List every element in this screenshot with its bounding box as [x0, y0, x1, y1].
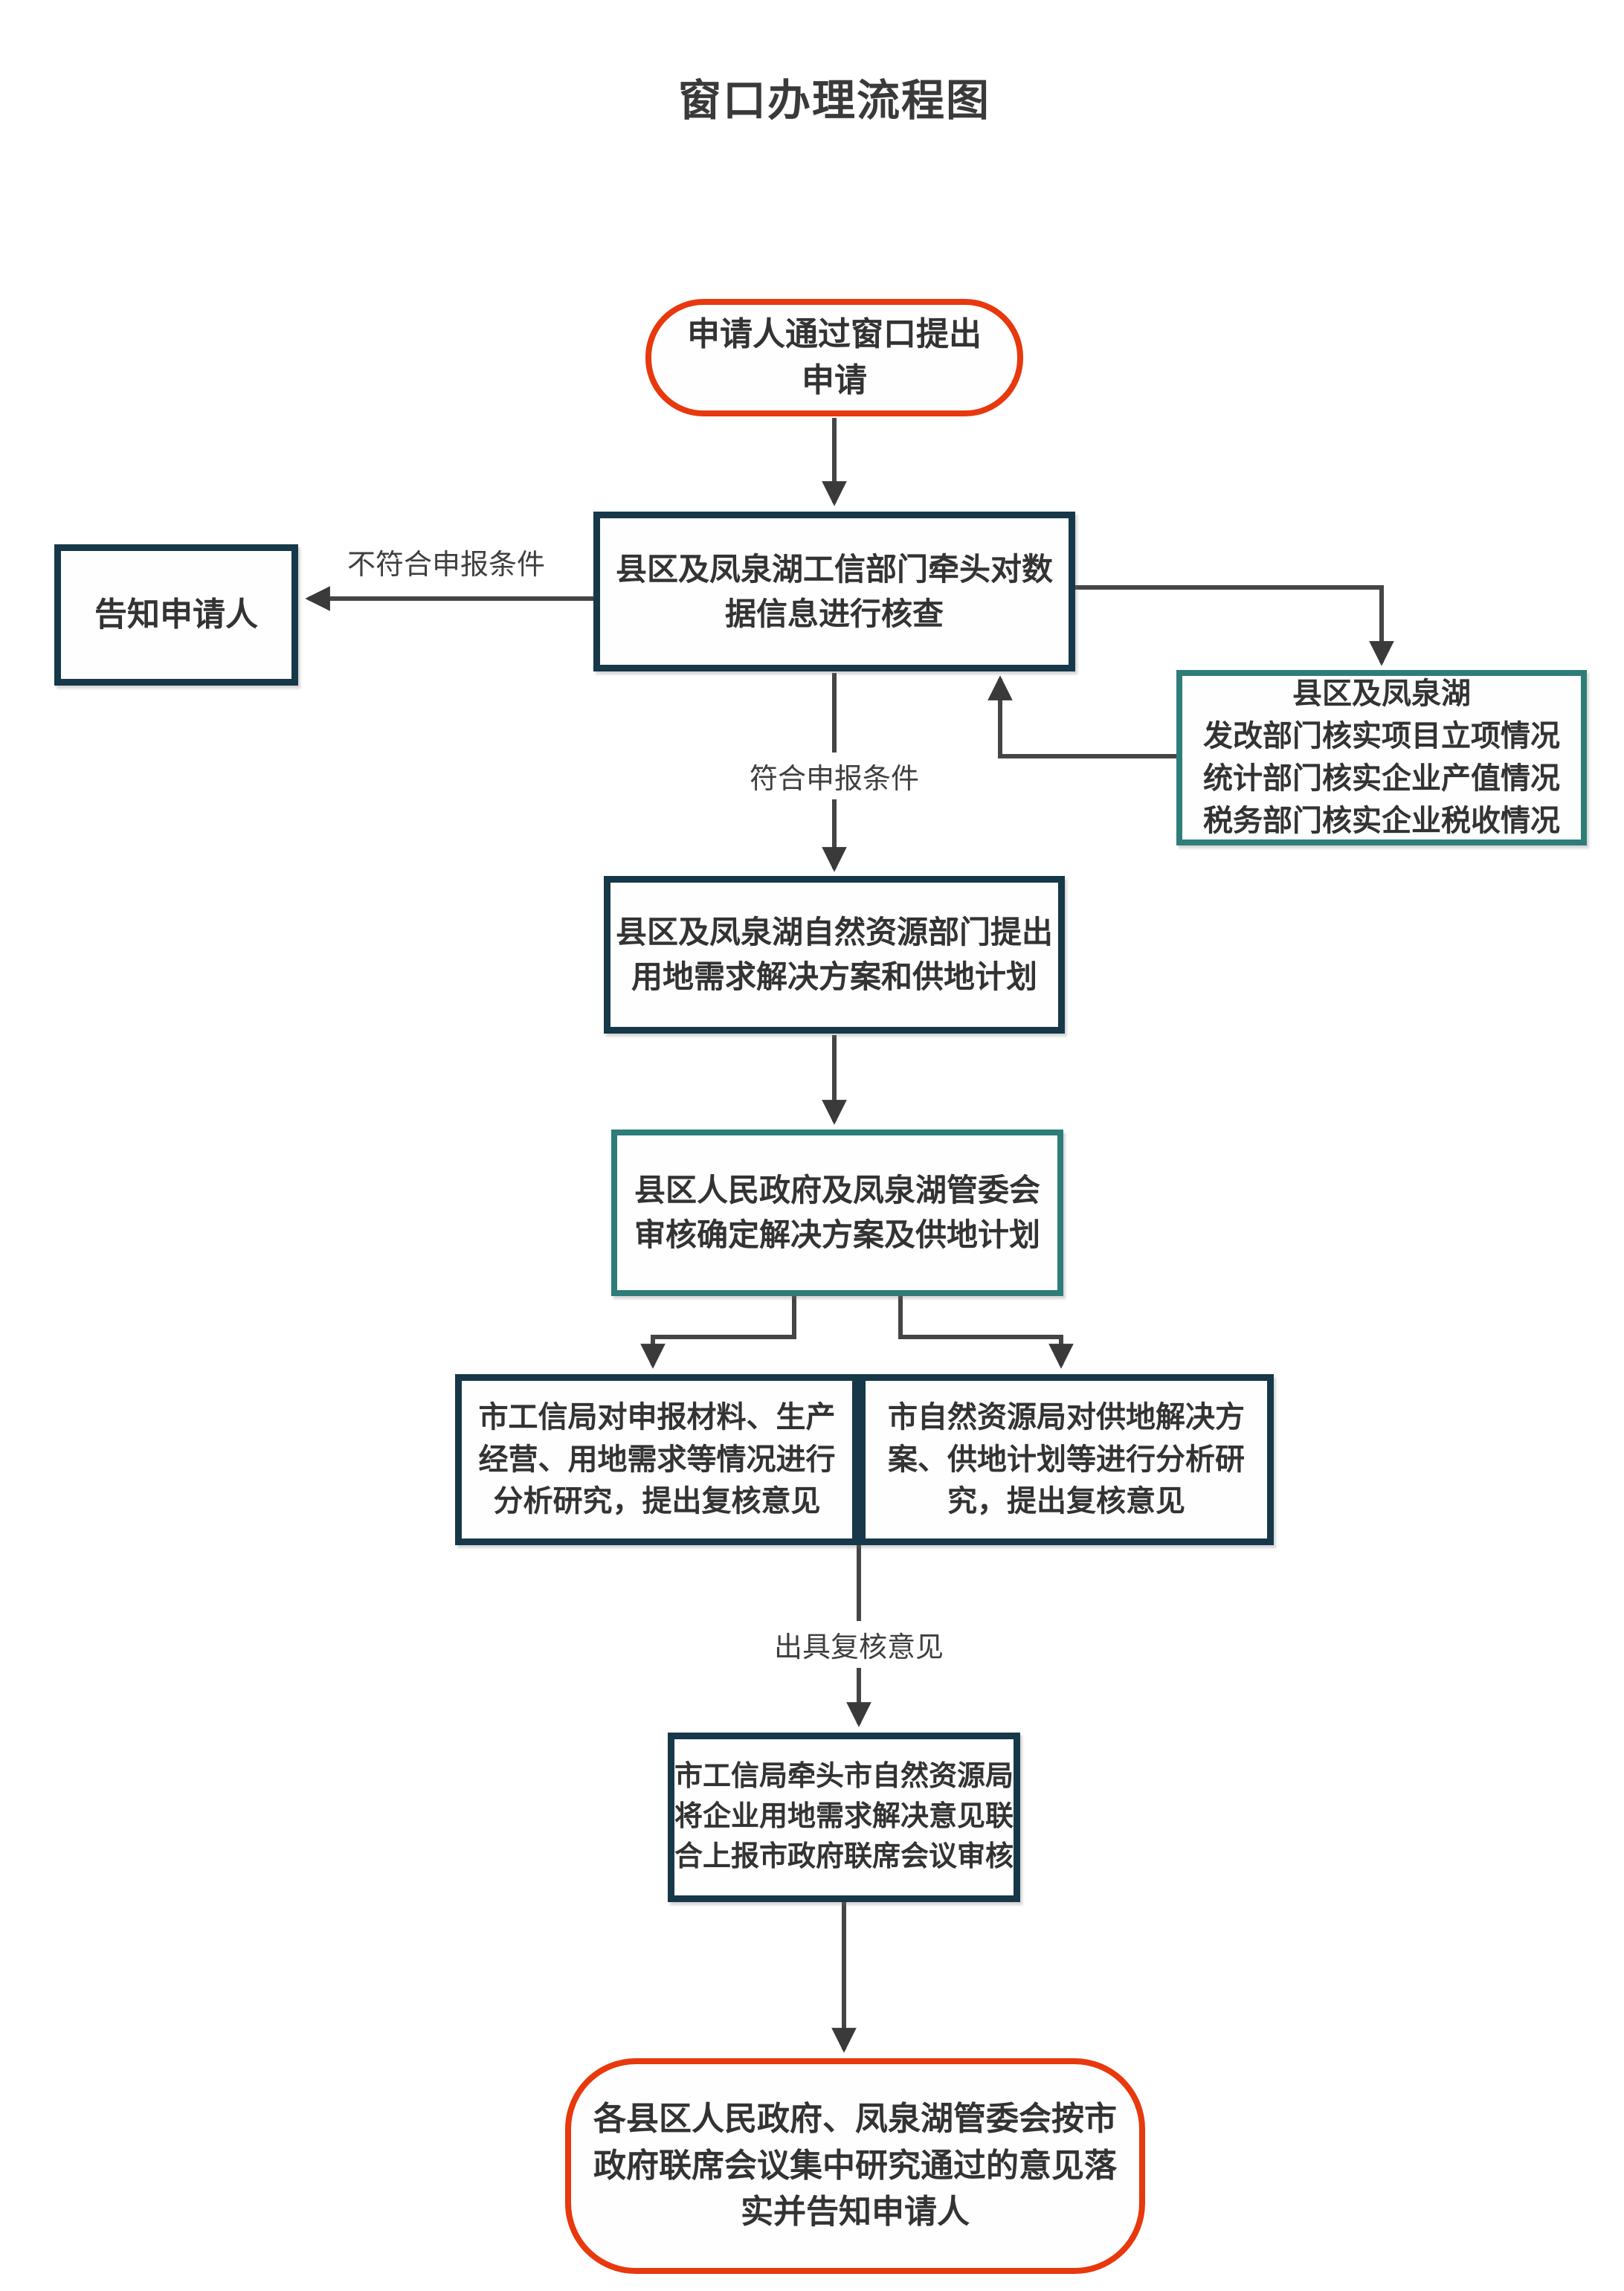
- node-joint-report: 市工信局牵头市自然资源局 将企业用地需求解决意见联 合上报市政府联席会议审核: [668, 1733, 1020, 1902]
- node-industry-bureau-review: 市工信局对申报材料、生产 经营、用地需求等情况进行 分析研究，提出复核意见: [455, 1374, 859, 1545]
- page-title: 窗口办理流程图: [677, 77, 990, 125]
- edge-verify-to-depts: [1075, 585, 1394, 666]
- edge-confirm-to-review-industry: [640, 1296, 796, 1369]
- node-start-application: 申请人通过窗口提出 申请: [645, 299, 1023, 416]
- node-notify-applicant: 告知申请人: [54, 544, 298, 686]
- edge-label-issue-review: 出具复核意见: [763, 1621, 955, 1668]
- edge-confirm-to-review-resources: [898, 1296, 1074, 1369]
- node-land-plan-proposal: 县区及凤泉湖自然资源部门提出 用地需求解决方案和供地计划: [604, 876, 1065, 1034]
- edge-label-not-eligible: 不符合申报条件: [347, 550, 546, 581]
- node-government-confirmation: 县区人民政府及凤泉湖管委会 审核确定解决方案及供地计划: [611, 1130, 1063, 1296]
- edge-depts-to-verify: [987, 675, 1176, 758]
- node-resources-bureau-review: 市自然资源局对供地解决方 案、供地计划等进行分析研 究，提出复核意见: [859, 1374, 1274, 1545]
- node-department-checks: 县区及凤泉湖 发改部门核实项目立项情况 统计部门核实企业产值情况 税务部门核实企…: [1176, 670, 1587, 845]
- node-final-implementation: 各县区人民政府、凤泉湖管委会按市 政府联席会议集中研究通过的意见落 实并告知申请…: [565, 2058, 1145, 2274]
- edge-label-eligible: 符合申报条件: [738, 753, 930, 799]
- node-data-verification: 县区及凤泉湖工信部门牵头对数 据信息进行核查: [593, 512, 1075, 671]
